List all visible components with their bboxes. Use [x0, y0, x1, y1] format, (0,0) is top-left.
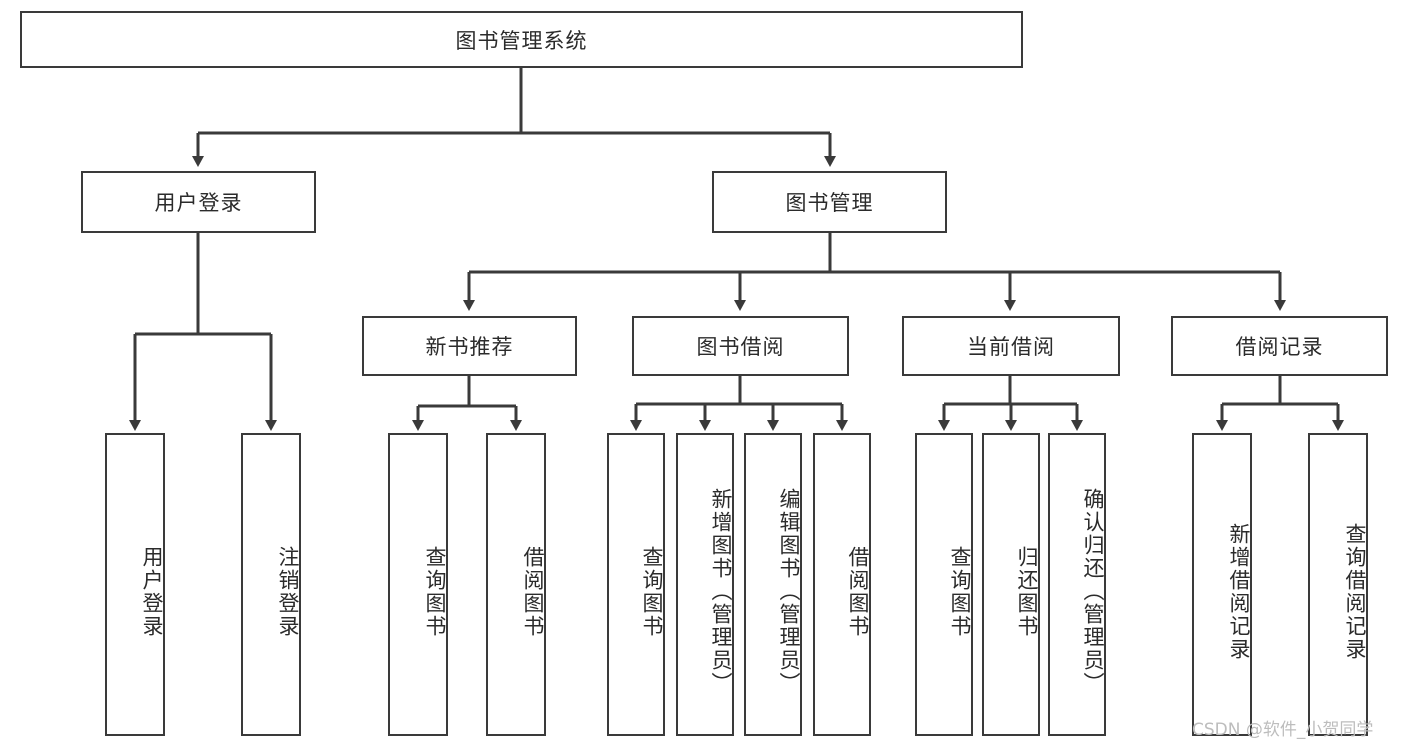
node-leaf-borrow-book-1-label: 借阅图书 [521, 545, 545, 638]
node-leaf-return-book[interactable]: 归还图书 [982, 433, 1040, 736]
node-new-book-recommend-label: 新书推荐 [425, 335, 514, 359]
node-root[interactable]: 图书管理系统 [20, 11, 1023, 68]
node-borrow-record-label: 借阅记录 [1235, 335, 1324, 359]
node-leaf-user-login[interactable]: 用户登录 [105, 433, 165, 736]
node-leaf-borrow-book-2[interactable]: 借阅图书 [813, 433, 871, 736]
node-leaf-logout-login-label: 注销登录 [276, 545, 300, 638]
node-leaf-confirm-return-label: 确认归还（管理员） [1081, 488, 1105, 695]
node-leaf-add-book-label: 新增图书（管理员） [709, 488, 733, 695]
node-leaf-add-book[interactable]: 新增图书（管理员） [676, 433, 734, 736]
node-user-login-label: 用户登录 [154, 191, 243, 215]
node-leaf-query-book-3[interactable]: 查询图书 [915, 433, 973, 736]
node-leaf-query-book-1[interactable]: 查询图书 [388, 433, 448, 736]
node-current-borrow-label: 当前借阅 [967, 335, 1055, 359]
node-user-login[interactable]: 用户登录 [81, 171, 316, 233]
node-leaf-return-book-label: 归还图书 [1015, 545, 1039, 638]
node-book-management[interactable]: 图书管理 [712, 171, 947, 233]
node-leaf-query-book-1-label: 查询图书 [423, 545, 447, 638]
node-root-label: 图书管理系统 [455, 28, 588, 53]
node-leaf-query-record[interactable]: 查询借阅记录 [1308, 433, 1368, 736]
node-book-borrow[interactable]: 图书借阅 [632, 316, 849, 376]
node-leaf-borrow-book-2-label: 借阅图书 [846, 545, 870, 638]
node-borrow-record[interactable]: 借阅记录 [1171, 316, 1388, 376]
node-leaf-add-record[interactable]: 新增借阅记录 [1192, 433, 1252, 736]
node-leaf-edit-book[interactable]: 编辑图书（管理员） [744, 433, 802, 736]
node-leaf-query-book-3-label: 查询图书 [948, 545, 972, 638]
node-leaf-borrow-book-1[interactable]: 借阅图书 [486, 433, 546, 736]
node-leaf-confirm-return[interactable]: 确认归还（管理员） [1048, 433, 1106, 736]
node-new-book-recommend[interactable]: 新书推荐 [362, 316, 577, 376]
node-current-borrow[interactable]: 当前借阅 [902, 316, 1120, 376]
node-leaf-query-record-label: 查询借阅记录 [1343, 522, 1367, 661]
node-leaf-query-book-2-label: 查询图书 [640, 545, 664, 638]
watermark: CSDN @软件_小贺同学 [1192, 720, 1374, 740]
node-leaf-edit-book-label: 编辑图书（管理员） [777, 488, 801, 695]
node-book-borrow-label: 图书借阅 [696, 335, 785, 359]
node-leaf-add-record-label: 新增借阅记录 [1227, 522, 1251, 661]
node-leaf-user-login-label: 用户登录 [140, 545, 164, 638]
node-leaf-query-book-2[interactable]: 查询图书 [607, 433, 665, 736]
node-book-management-label: 图书管理 [785, 191, 874, 215]
node-leaf-logout-login[interactable]: 注销登录 [241, 433, 301, 736]
